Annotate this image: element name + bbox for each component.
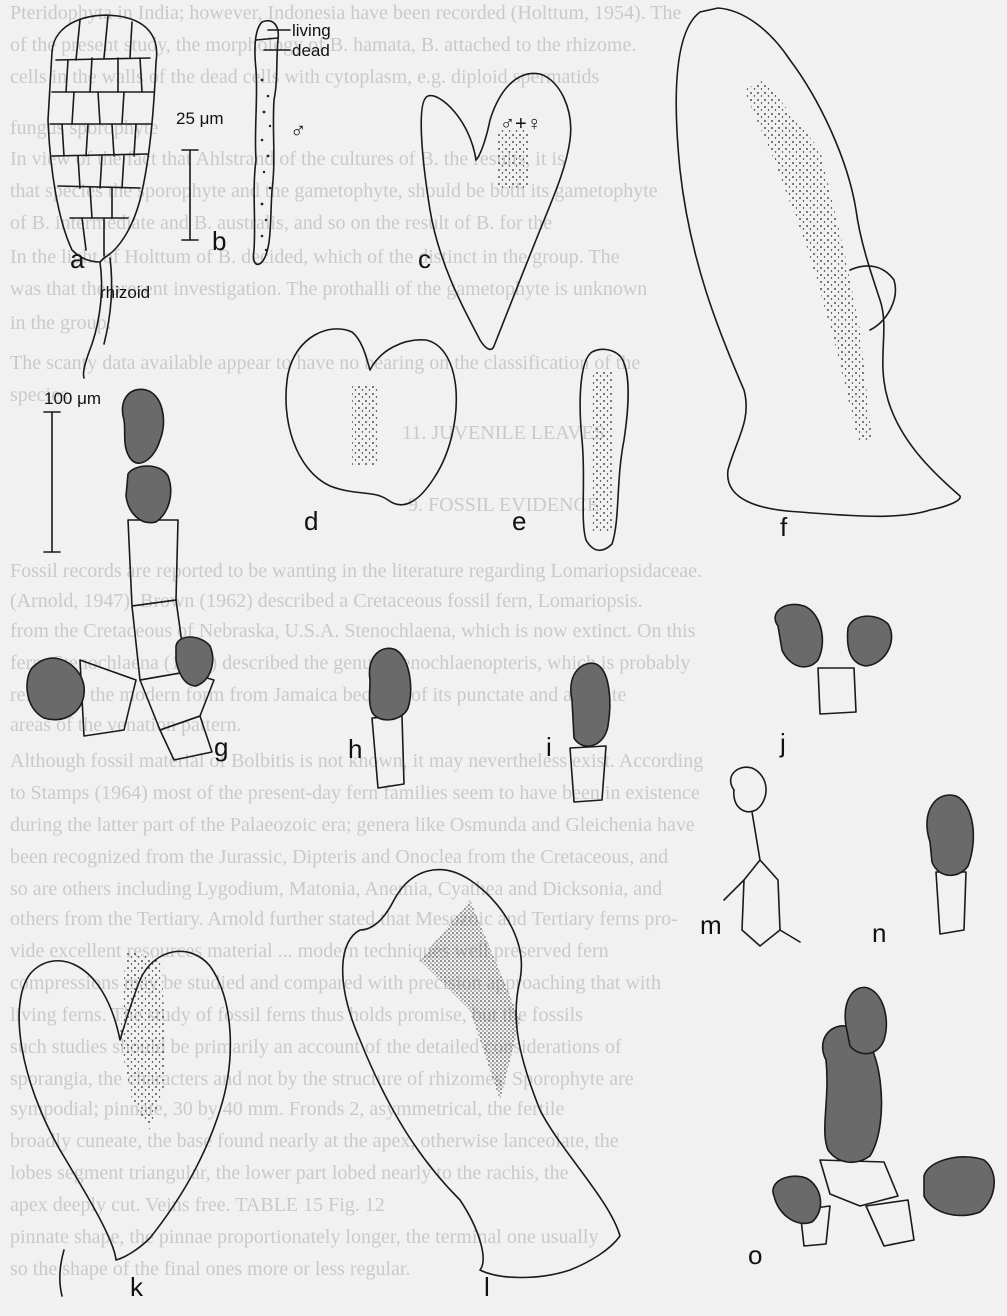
panel-i-gemmae	[570, 746, 606, 802]
panel-l-shading	[420, 900, 520, 1100]
panel-label-h: h	[348, 734, 362, 764]
panel-label-c: c	[418, 244, 431, 274]
panel-f-stippling	[744, 80, 872, 440]
panel-label-n: n	[872, 918, 886, 948]
label-living: living	[292, 21, 331, 40]
panel-label-e: e	[512, 506, 526, 536]
panel-e-stippling	[592, 372, 614, 532]
panel-d-stippling	[352, 384, 378, 466]
panel-a-prothallus	[48, 15, 157, 378]
panel-o-gemma-cells	[773, 987, 994, 1223]
panel-k-stippling	[120, 950, 166, 1130]
panel-c-stippling	[498, 130, 528, 188]
male-female-symbol: ♂+♀	[500, 113, 542, 135]
panel-label-b: b	[212, 226, 226, 256]
panel-label-o: o	[748, 1240, 762, 1270]
panel-g-gemma-cells	[27, 389, 213, 719]
panel-label-l: l	[484, 1272, 490, 1302]
panel-b-filament	[182, 21, 290, 265]
panel-label-i: i	[546, 732, 552, 762]
panel-label-g: g	[214, 732, 228, 762]
panel-h-gemma-cell	[369, 648, 410, 720]
panel-i-gemma-cell	[571, 663, 610, 746]
panel-c-prothallus	[421, 73, 570, 349]
scale-bar-100um: 100 μm	[44, 389, 101, 408]
panel-label-j: j	[779, 728, 786, 758]
panel-label-m: m	[700, 910, 722, 940]
panel-label-d: d	[304, 506, 318, 536]
panel-n-gemmae	[936, 872, 966, 934]
panel-j-gemmae	[818, 668, 856, 714]
label-dead: dead	[292, 41, 330, 60]
panel-m-filament	[724, 767, 800, 946]
male-symbol: ♂	[290, 118, 307, 143]
panel-j-gemma-cells	[775, 604, 891, 666]
panel-label-a: a	[70, 244, 85, 274]
scale-bar-25um: 25 μm	[176, 109, 224, 128]
panel-label-k: k	[130, 1272, 144, 1302]
panel-label-f: f	[780, 512, 788, 542]
panel-h-gemmae	[372, 716, 404, 788]
panel-n-gemma-cell	[927, 795, 973, 875]
label-rhizoid: rhizoid	[100, 283, 150, 302]
